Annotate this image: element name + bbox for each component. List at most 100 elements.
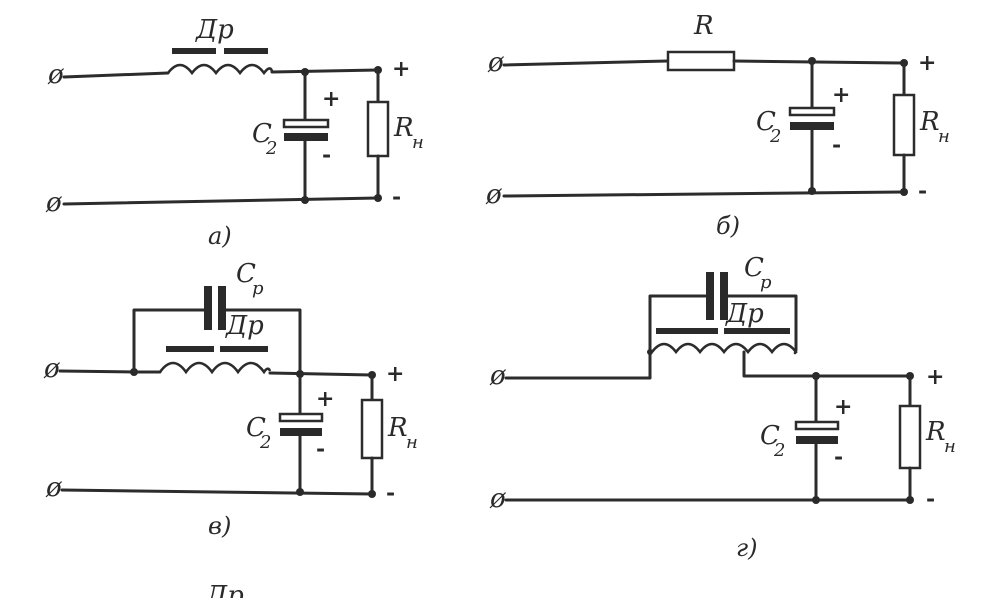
parallel-capacitor-subscript: р — [252, 278, 264, 299]
capacitor-subscript: 2 — [773, 440, 785, 461]
load-subscript: н — [944, 436, 956, 457]
input-terminal-bottom: ø — [45, 473, 62, 503]
resistor-label: R — [693, 11, 714, 41]
load-subscript: н — [938, 126, 950, 147]
diagram-a: ø ø Др + - C 2 R н + - а) — [45, 15, 424, 250]
load-subscript: н — [412, 132, 424, 153]
load-label: R — [387, 413, 408, 443]
junction — [296, 488, 304, 496]
inductor-core — [656, 328, 718, 334]
wire — [732, 59, 906, 65]
cap-minus-sign: - — [834, 444, 843, 470]
series-resistor — [666, 50, 736, 72]
wire — [132, 308, 208, 374]
junction — [368, 490, 376, 498]
input-terminal-top: ø — [47, 60, 64, 90]
input-terminal-top: ø — [487, 48, 504, 78]
capacitor-plate-positive — [794, 420, 840, 431]
parallel-capacitor-subscript: р — [760, 272, 772, 293]
input-terminal-bottom: ø — [489, 484, 506, 514]
load-resistor — [898, 404, 922, 470]
output-plus-sign: + — [386, 361, 404, 387]
inductor-coil — [158, 361, 272, 375]
junction — [812, 496, 820, 504]
load-subscript: н — [406, 432, 418, 453]
capacitor-plate-negative — [796, 436, 838, 444]
parallel-capacitor-plate — [218, 286, 226, 330]
partial-inductor-label: Др — [205, 581, 244, 598]
inductor-label: Др — [225, 311, 264, 341]
load-label: R — [925, 417, 946, 447]
load-resistor — [366, 100, 390, 158]
cap-minus-sign: - — [322, 142, 331, 168]
wire — [62, 71, 170, 79]
capacitor-plate-negative — [790, 122, 834, 130]
input-terminal-top: ø — [43, 354, 60, 384]
cap-minus-sign: - — [316, 436, 325, 462]
load-resistor — [360, 398, 384, 460]
wire — [270, 68, 380, 74]
output-minus-sign: - — [918, 178, 927, 204]
input-terminal-bottom: ø — [45, 188, 62, 218]
diagram-caption: б) — [716, 212, 740, 240]
parallel-capacitor-plate — [706, 272, 714, 320]
diagram-caption: г) — [736, 534, 758, 562]
parallel-capacitor-label: C — [236, 259, 256, 289]
input-terminal-top: ø — [489, 361, 506, 391]
output-plus-sign: + — [926, 364, 944, 390]
junction — [900, 188, 908, 196]
inductor-coil — [166, 63, 274, 76]
diagram-caption: в) — [208, 512, 231, 540]
capacitor-label: C — [756, 107, 776, 137]
parallel-capacitor-plate — [720, 272, 728, 320]
wire — [268, 371, 374, 377]
load-label: R — [919, 107, 940, 137]
junction — [647, 349, 653, 355]
capacitor-subscript: 2 — [769, 126, 781, 147]
output-plus-sign: + — [918, 50, 936, 76]
cap-minus-sign: - — [832, 132, 841, 158]
capacitor-label: C — [760, 421, 780, 451]
output-plus-sign: + — [392, 56, 410, 82]
capacitor-plate-positive — [788, 106, 836, 117]
junction — [808, 187, 816, 195]
parallel-capacitor-label: C — [744, 253, 764, 283]
wire — [742, 350, 912, 378]
load-resistor — [892, 93, 916, 157]
junction — [906, 496, 914, 504]
load-label: R — [393, 113, 414, 143]
wire — [224, 308, 302, 376]
output-minus-sign: - — [926, 486, 935, 512]
diagram-b: ø ø R + - C 2 R н + - б) — [485, 11, 950, 240]
inductor-core — [172, 48, 216, 54]
inductor-core — [724, 328, 790, 334]
wire — [58, 369, 136, 374]
inductor-core — [220, 346, 268, 352]
wire — [502, 190, 906, 198]
cap-plus-sign: + — [316, 386, 334, 412]
wire — [62, 196, 380, 206]
wire — [504, 350, 652, 380]
capacitor-plate-positive — [282, 118, 330, 129]
capacitor-label: C — [246, 413, 266, 443]
junction — [374, 194, 382, 202]
inductor-label: Др — [195, 15, 234, 45]
diagram-caption: а) — [208, 222, 232, 250]
capacitor-plate-negative — [284, 133, 328, 141]
input-terminal-bottom: ø — [485, 180, 502, 210]
capacitor-subscript: 2 — [265, 138, 277, 159]
parallel-capacitor-plate — [204, 286, 212, 330]
junction — [301, 196, 309, 204]
output-minus-sign: - — [392, 184, 401, 210]
capacitor-label: C — [252, 119, 272, 149]
diagram-d: ø ø C р Др + - C 2 R н — [489, 253, 956, 562]
wire — [60, 488, 374, 496]
inductor-core — [166, 346, 214, 352]
cap-plus-sign: + — [322, 86, 340, 112]
capacitor-subscript: 2 — [259, 432, 271, 453]
capacitor-plate-positive — [278, 412, 324, 423]
inductor-core — [224, 48, 268, 54]
cap-plus-sign: + — [832, 82, 850, 108]
